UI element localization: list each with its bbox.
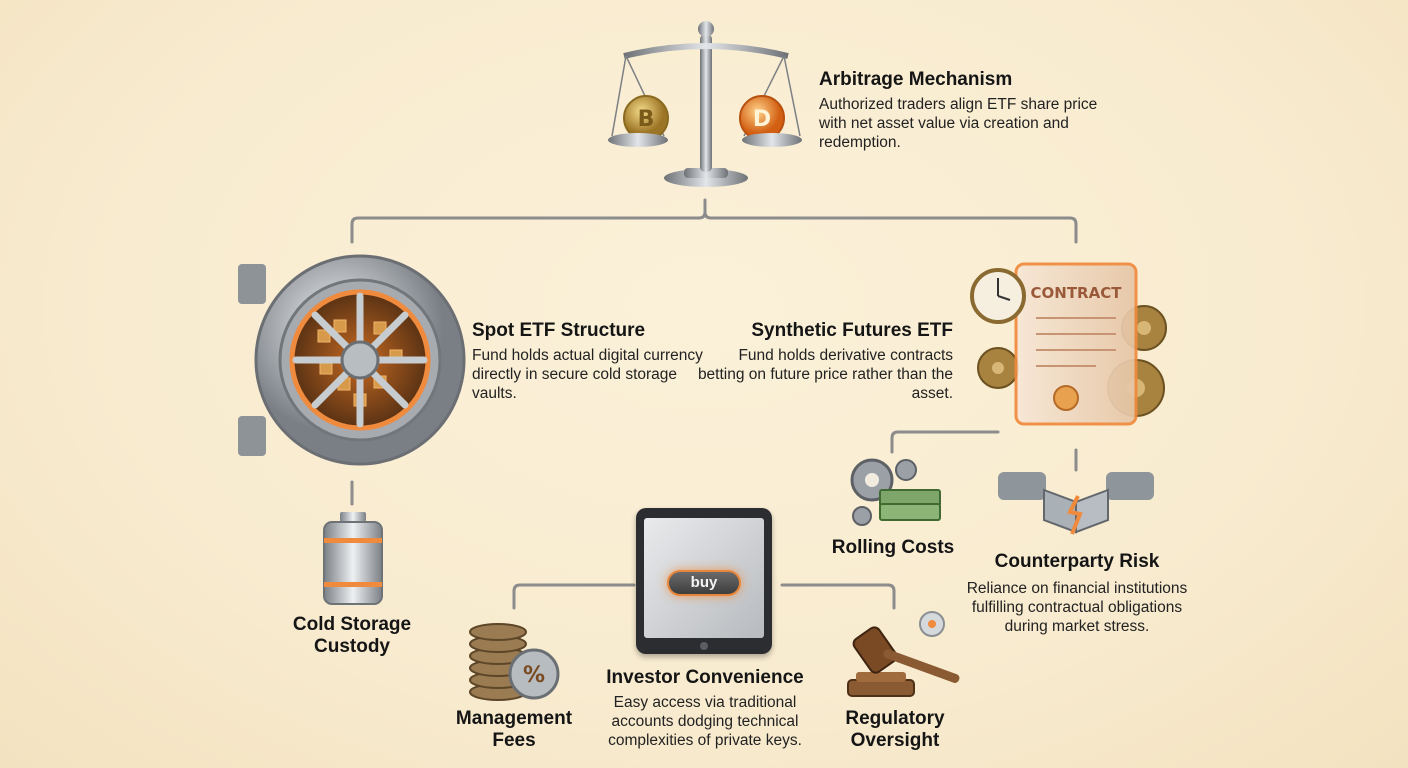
balance-scale-icon: B D xyxy=(608,21,802,187)
contract-gears-icon: CONTRACT xyxy=(970,262,1167,426)
coin-stack-icon: % xyxy=(469,623,560,701)
cold-storage-block: Cold Storage Custody xyxy=(262,614,442,658)
counterparty-risk-description: Reliance on financial institutions fulfi… xyxy=(966,580,1188,635)
synthetic-futures-block: Synthetic Futures ETF Fund holds derivat… xyxy=(690,320,953,403)
arbitrage-description: Authorized traders align ETF share price… xyxy=(819,96,1098,151)
vault-icon xyxy=(238,254,466,466)
management-fees-block: Management Fees xyxy=(442,708,586,752)
right-coin-symbol: D xyxy=(753,107,771,132)
rolling-costs-block: Rolling Costs xyxy=(818,537,968,559)
tablet-home-button xyxy=(700,642,708,650)
line-investor-to-fees xyxy=(512,583,636,610)
investor-convenience-title: Investor Convenience xyxy=(606,667,804,688)
cold-storage-title: Cold Storage Custody xyxy=(292,614,412,657)
gear-money-icon xyxy=(850,458,941,526)
management-fees-title: Management Fees xyxy=(455,708,573,751)
spot-etf-description: Fund holds actual digital currency direc… xyxy=(472,347,703,402)
line-arbitrage-to-spot xyxy=(350,198,707,244)
buy-button[interactable]: buy xyxy=(667,570,741,596)
gavel-icon xyxy=(847,611,960,697)
line-arbitrage-to-synthetic xyxy=(703,210,1078,244)
regulatory-oversight-title: Regulatory Oversight xyxy=(845,708,945,751)
percent-symbol: % xyxy=(523,663,545,688)
synthetic-futures-description: Fund holds derivative contracts betting … xyxy=(697,347,953,402)
cold-storage-canister-icon xyxy=(323,512,383,605)
rolling-costs-title: Rolling Costs xyxy=(831,537,955,558)
contract-label: CONTRACT xyxy=(1031,284,1123,302)
spot-etf-block: Spot ETF Structure Fund holds actual dig… xyxy=(472,320,712,403)
arbitrage-title: Arbitrage Mechanism xyxy=(819,69,1013,90)
arbitrage-mechanism-block: Arbitrage Mechanism Authorized traders a… xyxy=(819,69,1109,152)
line-investor-to-regulatory xyxy=(780,583,896,610)
regulatory-oversight-block: Regulatory Oversight xyxy=(820,708,970,752)
investor-convenience-block: Investor Convenience Easy access via tra… xyxy=(586,667,824,750)
line-synthetic-to-rolling xyxy=(890,430,1000,454)
robot-handshake-icon xyxy=(998,472,1154,535)
synthetic-futures-title: Synthetic Futures ETF xyxy=(751,320,953,341)
investor-convenience-description: Easy access via traditional accounts dod… xyxy=(608,694,802,749)
counterparty-risk-title: Counterparty Risk xyxy=(994,551,1160,572)
counterparty-risk-block: Counterparty Risk Reliance on financial … xyxy=(952,551,1202,636)
left-coin-symbol: B xyxy=(638,107,655,132)
spot-etf-title: Spot ETF Structure xyxy=(472,320,646,341)
